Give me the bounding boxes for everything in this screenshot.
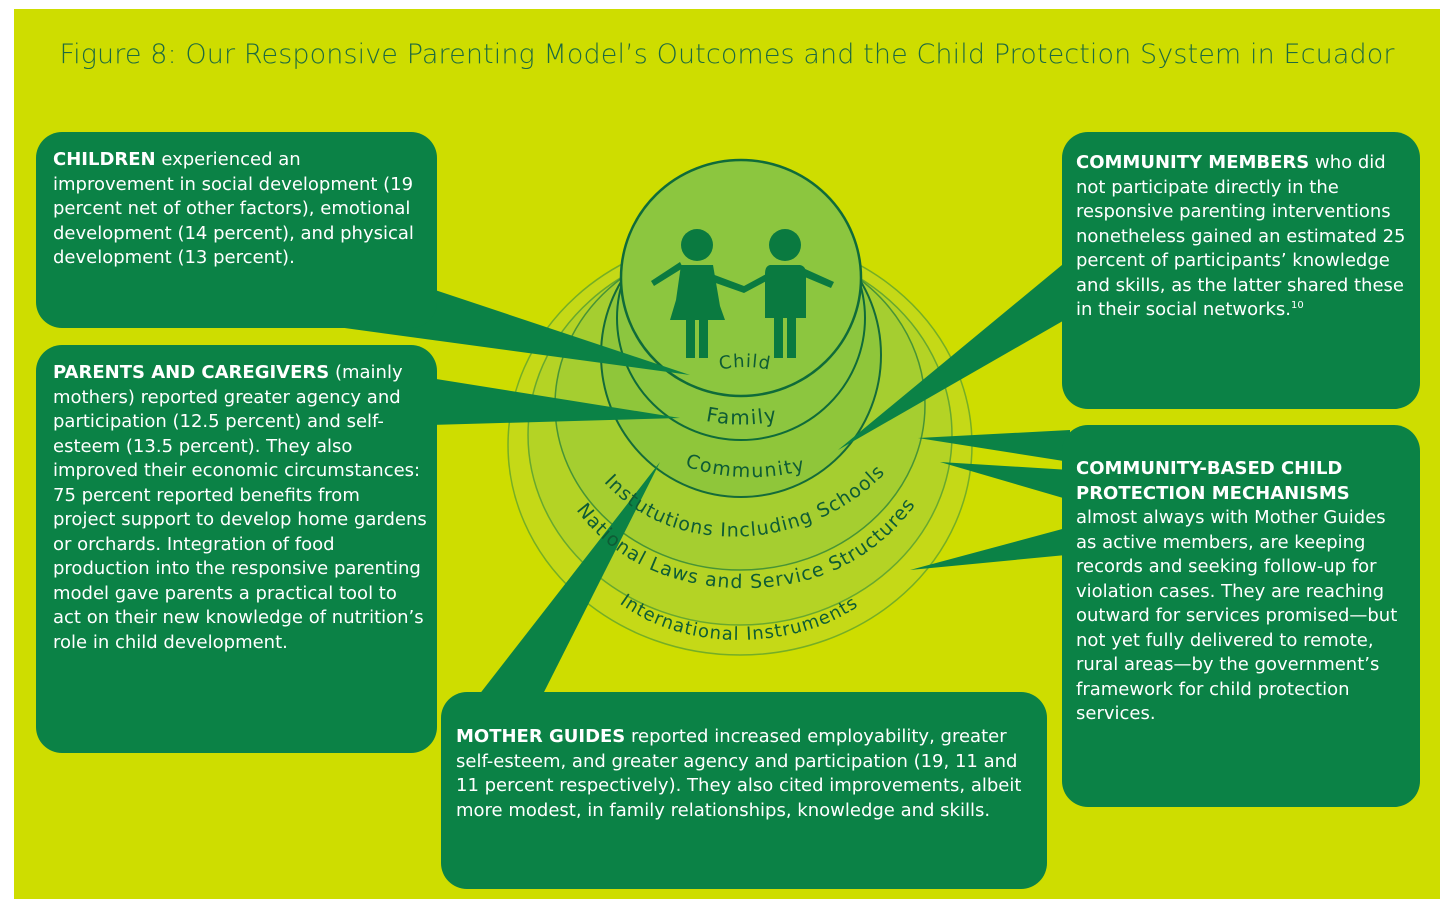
footnote-marker: 10 bbox=[1291, 300, 1304, 311]
pointer-community-members bbox=[838, 260, 1068, 450]
callout-text: reported increased employability, greate… bbox=[456, 726, 1022, 821]
pointer-mother-guides bbox=[475, 462, 660, 700]
callout-heading: COMMUNITY-BASED CHILD PROTECTION MECHANI… bbox=[1076, 458, 1350, 504]
pointer-cbcpm-middle bbox=[940, 462, 1070, 500]
pointer-cbcpm-lower bbox=[910, 528, 1066, 570]
callout-text: who did not participate directly in the … bbox=[1076, 152, 1406, 320]
callout-parents-caregivers: PARENTS AND CAREGIVERS (mainly mothers) … bbox=[36, 345, 437, 753]
callout-mother-guides: MOTHER GUIDES reported increased employa… bbox=[441, 692, 1047, 889]
pointer-cbcpm-upper bbox=[918, 430, 1070, 462]
pointer-parents bbox=[430, 378, 680, 425]
callout-text: experienced an improvement in social dev… bbox=[53, 149, 414, 268]
ring-label-child: Child bbox=[717, 351, 772, 375]
callout-community-based-child-protection: COMMUNITY-BASED CHILD PROTECTION MECHANI… bbox=[1062, 425, 1420, 807]
callout-heading: PARENTS AND CAREGIVERS bbox=[53, 362, 330, 383]
figure-title: Figure 8: Our Responsive Parenting Model… bbox=[59, 39, 1395, 70]
callout-text: (mainly mothers) reported greater agency… bbox=[53, 362, 427, 653]
callout-text: almost always with Mother Guides as acti… bbox=[1076, 507, 1398, 724]
ring-label-family: Family bbox=[705, 402, 780, 429]
callout-children: CHILDREN experienced an improvement in s… bbox=[36, 132, 437, 328]
callout-heading: COMMUNITY MEMBERS bbox=[1076, 152, 1310, 173]
ring-child bbox=[619, 158, 863, 398]
callout-heading: MOTHER GUIDES bbox=[456, 726, 626, 747]
callout-community-members: COMMUNITY MEMBERS who did not participat… bbox=[1062, 132, 1420, 409]
callout-heading: CHILDREN bbox=[53, 149, 156, 170]
children-icon bbox=[651, 229, 834, 358]
